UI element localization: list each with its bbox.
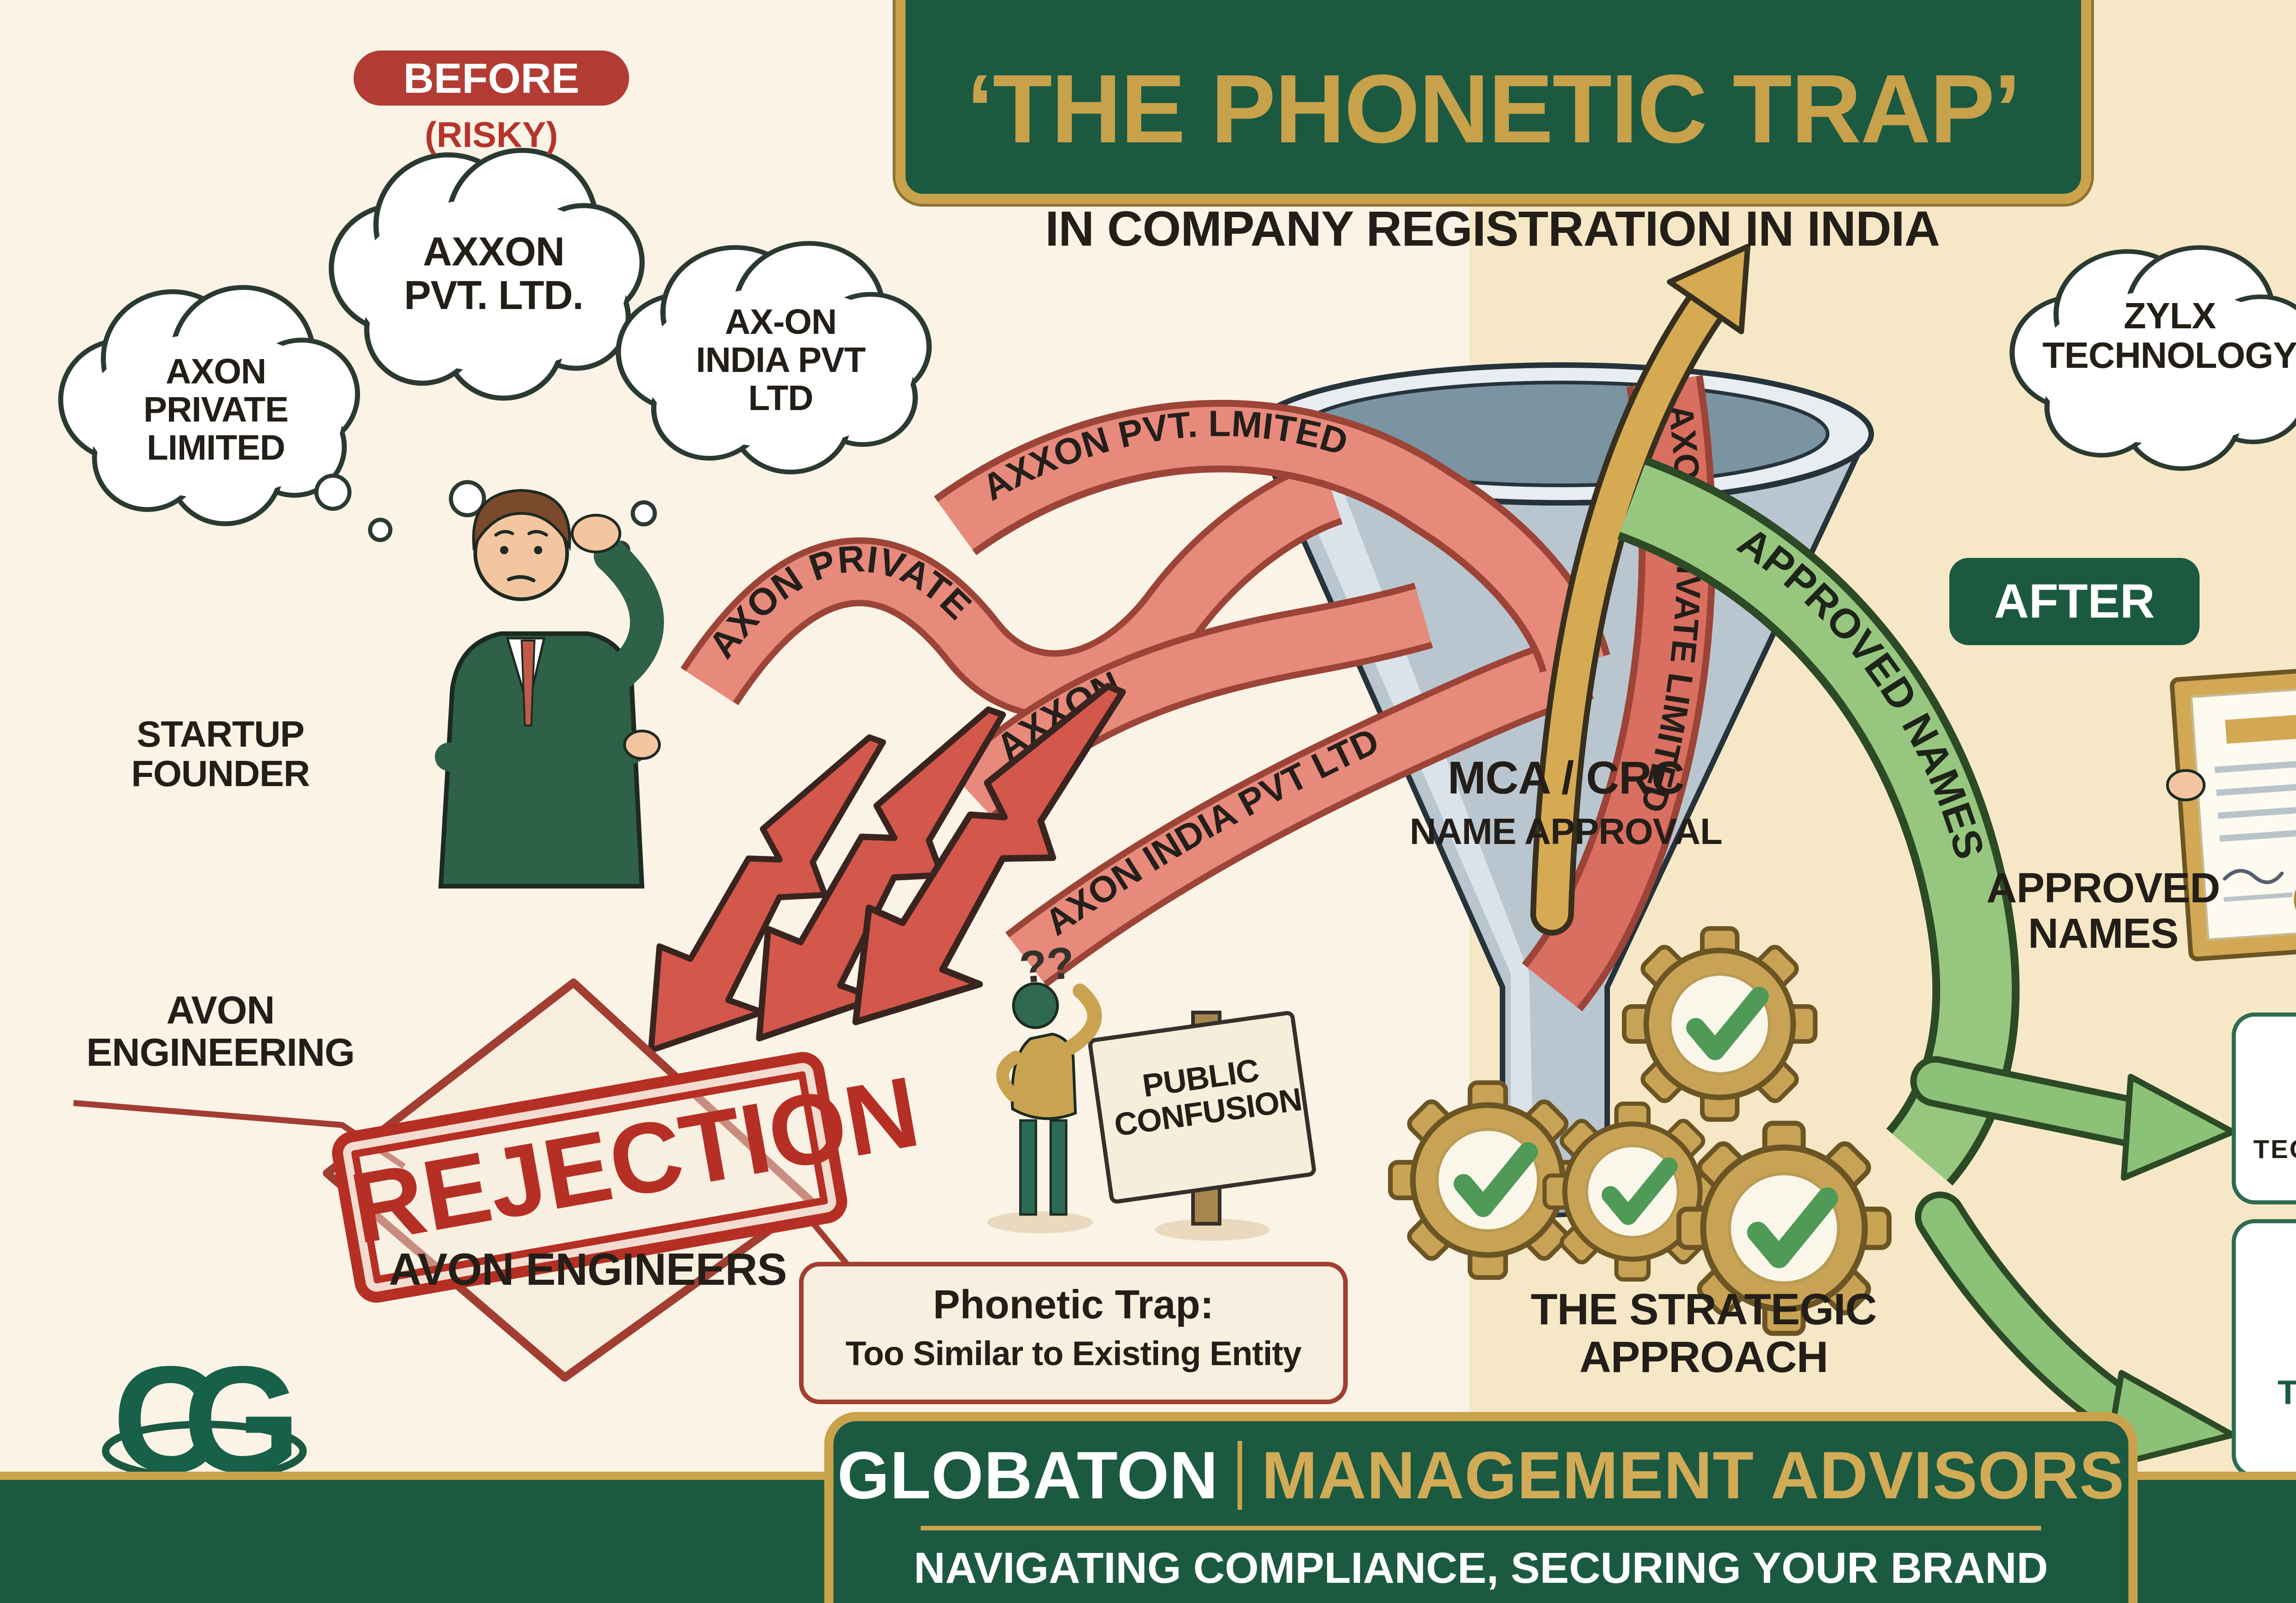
footer-brand-row: GLOBATON MANAGEMENT ADVISORS — [837, 1437, 2124, 1514]
startup-founder-illustration — [435, 489, 664, 889]
phonetic-trap-note-title: Phonetic Trap: — [933, 1282, 1214, 1327]
funnel-label-line2: NAME APPROVAL — [1409, 811, 1722, 852]
footer-brand: GLOBATON — [837, 1438, 1219, 1513]
cloud-text-axon-private-limited: AXON PRIVATE LIMITED — [143, 352, 288, 468]
svg-text:AXON INDIA PVT LTD: AXON INDIA PVT LTD — [1037, 720, 1385, 943]
gold-success-arrow — [1530, 244, 1750, 936]
technoforge-result-card — [2232, 1219, 2296, 1478]
cloud-text-axxon-pvt-ltd: AXXON PVT. LTD. — [404, 229, 584, 318]
footer-brand-suffix: MANAGEMENT ADVISORS — [1261, 1438, 2125, 1513]
funnel-label-line1: MCA / CRC — [1447, 752, 1684, 804]
footer-plaque: GLOBATON MANAGEMENT ADVISORS NAVIGATING … — [824, 1412, 2138, 1603]
after-badge-mid: AFTER — [1949, 558, 2200, 645]
footer-brand-divider — [1238, 1441, 1243, 1510]
zylx-result-card — [2232, 1012, 2296, 1204]
strategic-approach-label: THE STRATEGIC APPROACH — [1531, 1285, 1877, 1382]
cloud-text-zylx: ZYLX TECHNOLOGY — [2042, 295, 2296, 376]
startup-founder-label: STARTUP FOUNDER — [131, 714, 310, 794]
existing-company-label: AVON ENGINEERING — [86, 989, 355, 1074]
before-badge: BEFORE — [354, 51, 629, 106]
before-qualifier: (RISKY) — [424, 114, 558, 155]
zylx-logo-text: ZYLX — [2232, 1035, 2296, 1125]
applied-name-label: AVON ENGINEERS — [388, 1244, 787, 1294]
phonetic-trap-note-body: Too Similar to Existing Entity — [845, 1334, 1301, 1372]
rejection-diamond — [73, 979, 853, 1382]
title-banner — [895, 0, 2091, 204]
technoforge-name: TECHNOFORGE — [2277, 1373, 2296, 1412]
approved-arrow-zylx — [1910, 1056, 2236, 1181]
footer-tagline: NAVIGATING COMPLIANCE, SECURING YOUR BRA… — [913, 1544, 2048, 1592]
cloud-text-ax-on: AX-ON INDIA PVT LTD — [696, 302, 866, 418]
strategic-gears — [1390, 928, 1889, 1333]
ribbon-label-axon-india: AXON INDIA PVT LTD — [1037, 720, 1385, 943]
approved-names-label: APPROVED NAMES — [1986, 865, 2220, 957]
after-qualifier: (SUCCESSFUL) — [2273, 116, 2296, 158]
page-subtitle: IN COMPANY REGISTRATION IN INDIA — [1045, 201, 1940, 256]
technoforge-subtitle: SOLUTIONS — [2232, 1419, 2296, 1453]
zylx-subtitle: TECHNOLOGY PVT LTD — [2253, 1135, 2296, 1164]
public-confusion-scene — [987, 982, 1316, 1241]
page-title: ‘THE PHONETIC TRAP’ — [966, 54, 2021, 163]
footer-gold-rule — [921, 1526, 2041, 1530]
phonetic-trap-note — [799, 1262, 1348, 1404]
successful-founder-illustration — [2166, 664, 2296, 962]
